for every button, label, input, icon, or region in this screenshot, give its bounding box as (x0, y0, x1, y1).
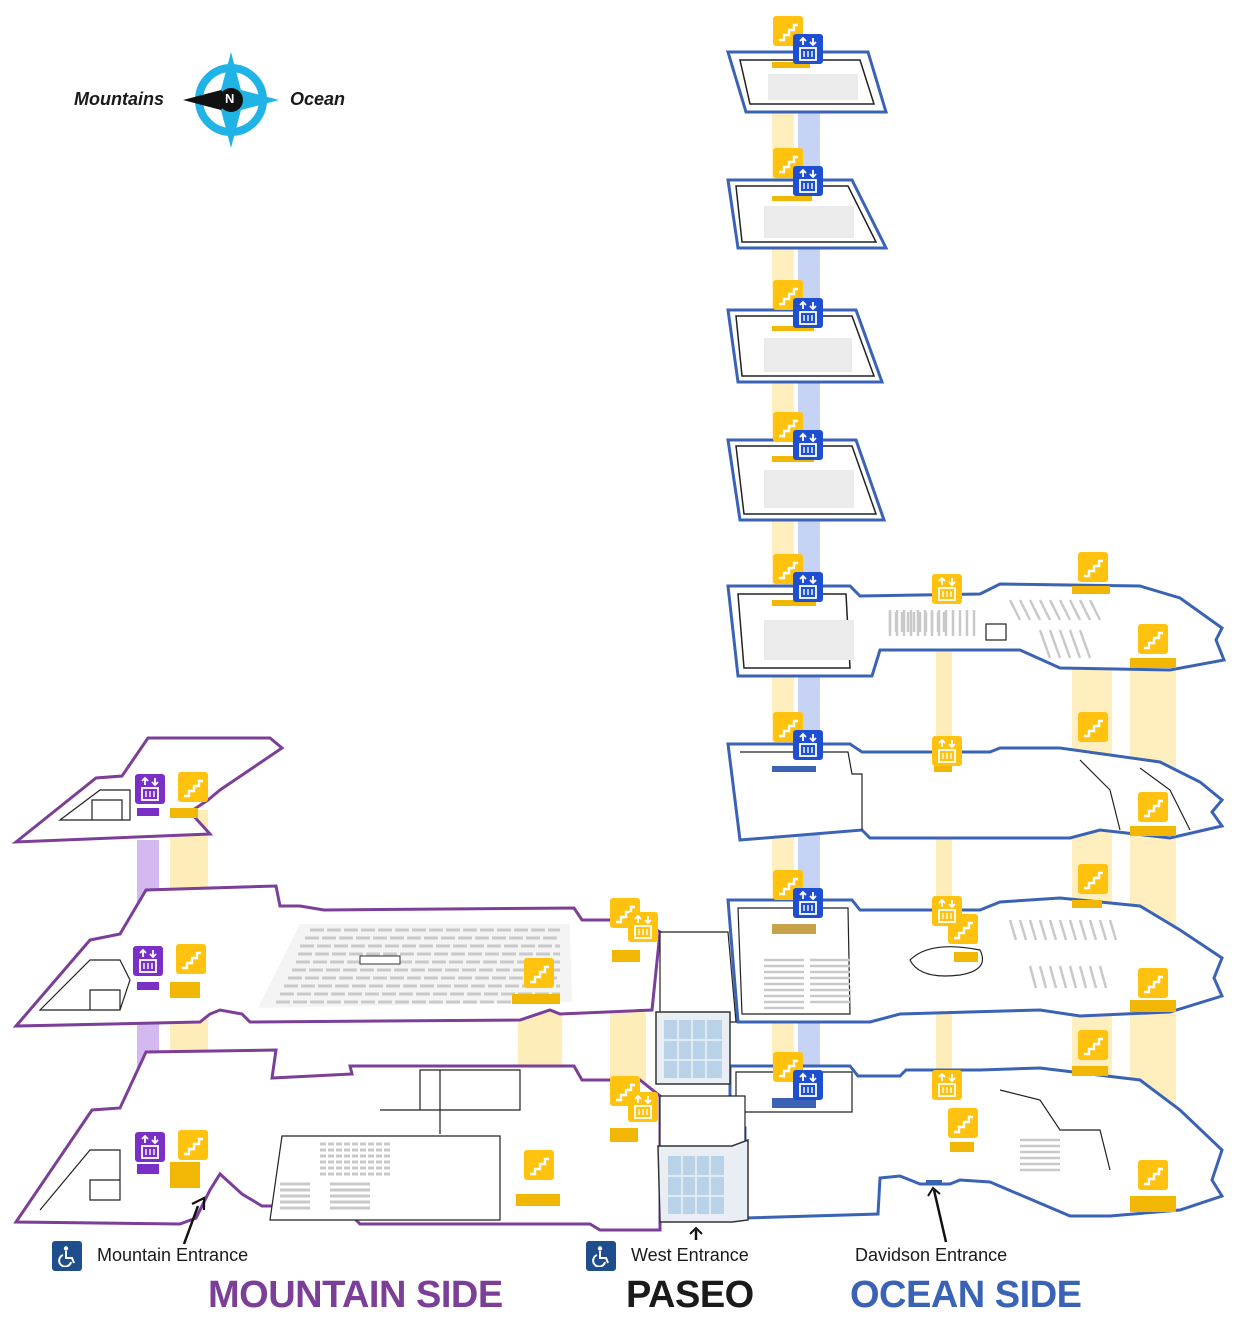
wheelchair-icon (52, 1241, 82, 1271)
paseo-floor-2 (659, 931, 737, 1023)
ocean-tower-floor-5 (726, 438, 887, 522)
mountain-entrance-label: Mountain Entrance (97, 1245, 249, 1265)
ocean-floor-4 (726, 582, 1227, 678)
ocean-side-label: OCEAN SIDE (850, 1274, 1082, 1316)
davidson-entrance-label: Davidson Entrance (855, 1245, 1008, 1265)
west-entrance-tower (655, 1011, 749, 1223)
west-entrance-label: West Entrance (631, 1245, 749, 1265)
ocean-tower-floor-6 (726, 308, 885, 384)
mountain-floor-2 (12, 884, 662, 1028)
compass-icon (183, 52, 279, 148)
compass-north-letter: N (225, 91, 235, 106)
mountain-side-label: MOUNTAIN SIDE (208, 1274, 503, 1316)
entrance-arrows (182, 1180, 948, 1245)
compass-right-label: Ocean (290, 89, 346, 109)
compass-left-label: Mountains (74, 89, 164, 109)
paseo-label: PASEO (626, 1274, 754, 1316)
ocean-floor-3 (726, 742, 1225, 842)
mountain-floor-1 (13, 1048, 662, 1232)
ocean-floor-1 (728, 1064, 1225, 1220)
wheelchair-icon (586, 1241, 616, 1271)
